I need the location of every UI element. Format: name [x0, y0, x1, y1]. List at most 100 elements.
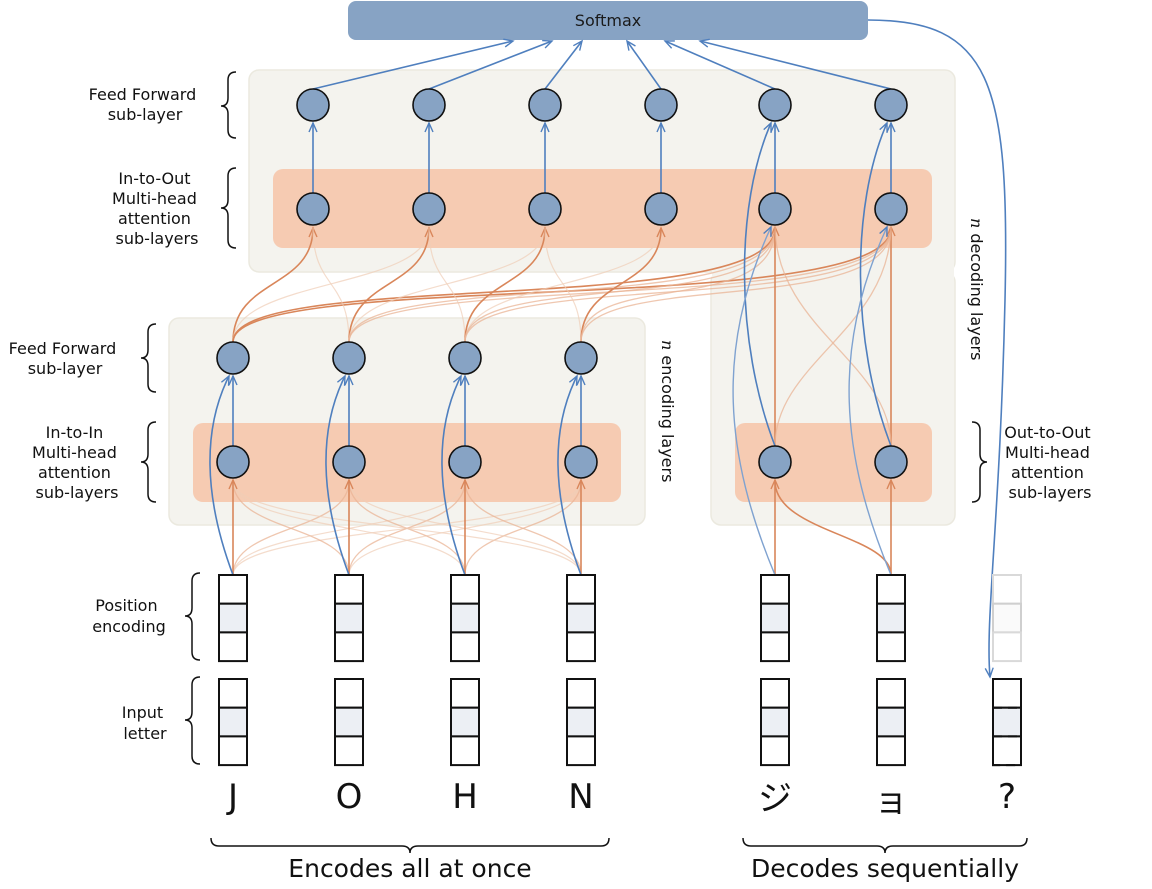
neuron-nodes	[216, 88, 908, 479]
in-to-in-attention-node	[564, 445, 598, 479]
vector-cell	[566, 678, 596, 709]
decoder-residual-edge	[743, 121, 776, 447]
cross-attention-edge	[428, 227, 466, 343]
in-to-out-attention-node	[528, 192, 562, 226]
vector-cell	[450, 735, 480, 767]
softmax-edge	[544, 39, 584, 90]
label-in-to-in: In-to-In Multi-head attention sub-layers	[32, 423, 122, 502]
vector-cell	[334, 706, 364, 738]
encoder-ff-node	[216, 341, 250, 375]
vector-cell	[450, 678, 480, 709]
vector-cell	[334, 735, 364, 767]
brace-encoder-ff	[140, 323, 157, 393]
decoder-ff-node	[296, 88, 330, 122]
softmax-edge	[428, 39, 554, 90]
out-to-out-attention-node	[758, 445, 792, 479]
vector-cell	[992, 631, 1022, 663]
in-to-out-attention-band	[273, 169, 932, 248]
decoder-token: ?	[998, 777, 1016, 817]
vector-cell	[334, 631, 364, 663]
vector-cell	[876, 735, 906, 767]
decoder-ff-node	[528, 88, 562, 122]
caption-encoder: Encodes all at once	[288, 854, 531, 883]
softmax-edge	[663, 40, 776, 90]
position-encoding-vector	[450, 574, 480, 663]
position-encoding-vector	[760, 574, 790, 663]
brace-decoder-attn	[220, 167, 237, 249]
vector-cell	[334, 678, 364, 709]
decoder-token: ジ	[758, 779, 792, 819]
vector-dashed-outline	[992, 678, 1022, 767]
vector-cell	[566, 631, 596, 663]
label-n-encoding-layers: n encoding layers	[658, 340, 677, 482]
cross-attention-edge	[464, 227, 776, 343]
encoder-residual-edge	[325, 374, 350, 576]
vector-cell	[992, 735, 1022, 767]
decoder-token: ョ	[874, 781, 908, 821]
decoder-residual-edge	[859, 121, 892, 447]
vector-cell	[760, 735, 790, 767]
softmax-feedback-edge	[867, 19, 1007, 679]
brace-position	[184, 572, 201, 661]
softmax-edge	[698, 38, 892, 90]
pending-position-vector	[992, 574, 1022, 663]
vector-cell	[992, 678, 1022, 709]
brace-encoder-attn	[140, 421, 157, 503]
out-to-out-attention-band	[735, 423, 932, 502]
input-letter-vector	[876, 678, 906, 767]
softmax-edge	[312, 38, 515, 90]
encoder-token: O	[336, 777, 363, 817]
input-letter-vector	[334, 678, 364, 767]
encoder-residual-edge	[209, 374, 234, 576]
vector-cell	[450, 602, 480, 634]
vector-cell	[760, 602, 790, 634]
in-to-in-attention-node	[216, 445, 250, 479]
vector-cell	[876, 678, 906, 709]
vector-cell	[566, 602, 596, 634]
in-to-in-attention-node	[332, 445, 366, 479]
left-braces	[140, 71, 237, 765]
encoder-ff-node	[448, 341, 482, 375]
pending-input-vector	[992, 678, 1022, 767]
vector-cell	[876, 631, 906, 663]
decoder-ff-node	[412, 88, 446, 122]
in-to-out-attention-node	[296, 192, 330, 226]
encoder-token: H	[452, 777, 478, 817]
vector-cell	[334, 574, 364, 605]
position-encoding-vector	[566, 574, 596, 663]
label-decoder-ff: Feed Forward sub-layer	[89, 85, 202, 124]
brace-encoder-caption	[210, 837, 610, 854]
vector-cell	[334, 602, 364, 634]
encoder-token: J	[226, 777, 238, 817]
position-encoding-vector	[218, 574, 248, 663]
vector-cell	[876, 574, 906, 605]
vector-cell	[450, 574, 480, 605]
decoder-ff-node	[874, 88, 908, 122]
label-out-to-out: Out-to-Out Multi-head attention sub-laye…	[1004, 423, 1095, 502]
vector-cell	[760, 574, 790, 605]
vector-cell	[876, 706, 906, 738]
vector-cell	[992, 574, 1022, 605]
token-letters: J O H N ジ ョ ?	[226, 777, 1016, 821]
decoder-crossing-edge	[774, 224, 892, 447]
encoder-ff-node	[564, 341, 598, 375]
input-letter-vector	[566, 678, 596, 767]
cross-attention-edge	[312, 227, 350, 343]
encoder-residual-edge	[557, 374, 582, 576]
vector-cell	[218, 574, 248, 605]
decoder-ff-node	[758, 88, 792, 122]
decoder-residual-edge	[732, 225, 776, 576]
encoder-attention-edge	[232, 480, 582, 576]
vector-cell	[760, 706, 790, 738]
cross-attention-edge	[348, 227, 776, 343]
vector-cell	[218, 631, 248, 663]
cross-attention-edge	[348, 226, 434, 343]
label-input-letter: Input letter	[122, 703, 169, 743]
encoder-ff-node	[332, 341, 366, 375]
cross-attention-edge	[580, 226, 666, 343]
position-encoding-vector	[876, 574, 906, 663]
encoder-residual-edge	[441, 374, 466, 576]
brace-input	[184, 676, 201, 765]
in-to-out-attention-node	[644, 192, 678, 226]
label-position-encoding: Position encoding	[92, 596, 165, 636]
